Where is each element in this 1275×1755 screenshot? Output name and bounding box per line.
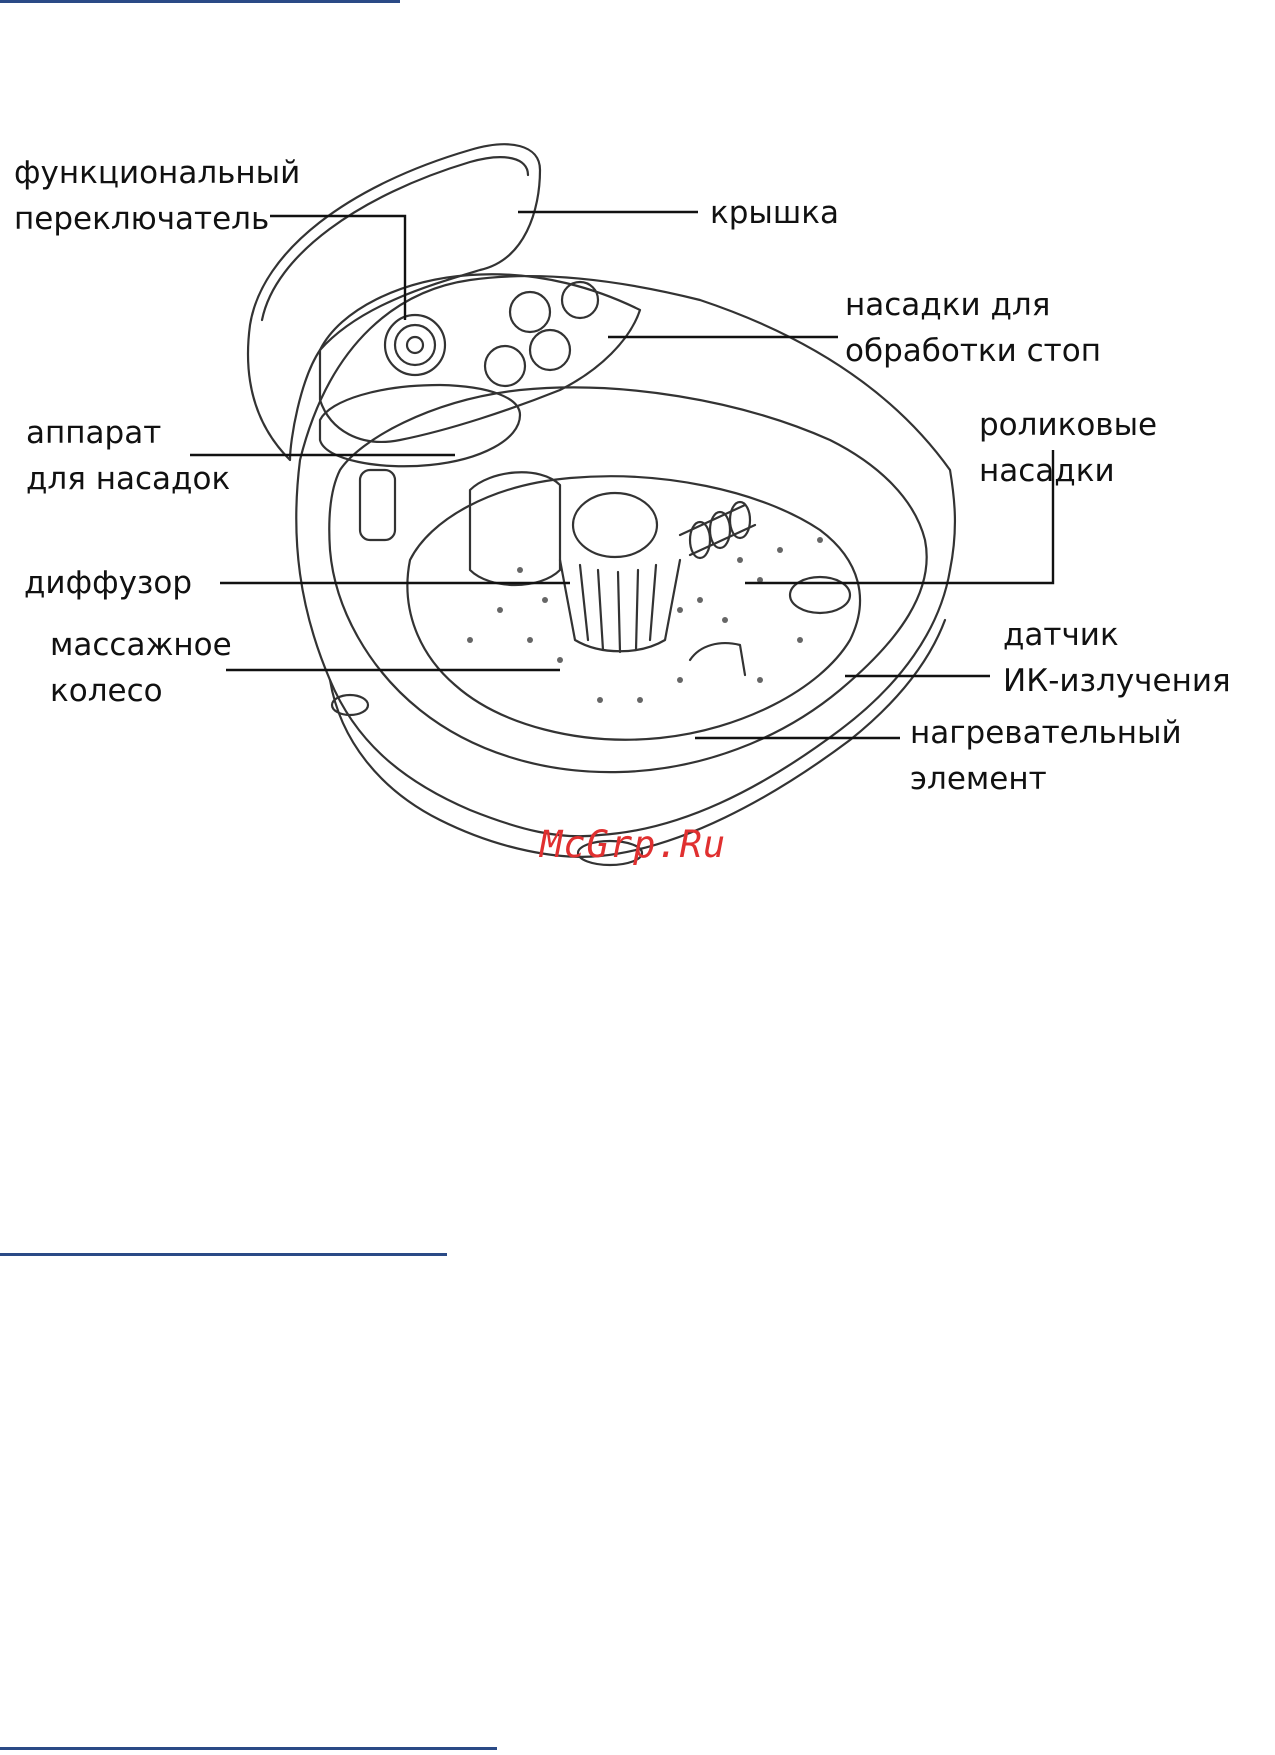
- label-heating-element: нагревательный элемент: [910, 710, 1182, 802]
- label-line: насадки для: [845, 282, 1101, 328]
- label-line: крышка: [710, 190, 839, 236]
- basin-floor: [407, 476, 860, 739]
- label-line: роликовые: [979, 402, 1157, 448]
- label-line: ИК-излучения: [1003, 658, 1231, 704]
- label-line: диффузор: [24, 560, 192, 606]
- label-line: нагревательный: [910, 710, 1182, 756]
- header-rule: [0, 0, 400, 3]
- label-lid: крышка: [710, 190, 839, 236]
- label-foot-attachments: насадки для обработки стоп: [845, 282, 1101, 374]
- label-line: для насадок: [26, 456, 230, 502]
- foot-bath-illustration: [0, 140, 1275, 940]
- label-function-switch: функциональный переключатель: [14, 150, 300, 242]
- label-line: функциональный: [14, 150, 300, 196]
- watermark: McGrp.Ru: [540, 823, 726, 866]
- label-diffuser: диффузор: [24, 560, 192, 606]
- label-line: массажное: [50, 622, 232, 668]
- label-line: переключатель: [14, 196, 300, 242]
- foot-bath-diagram: функциональный переключатель крышка наса…: [0, 140, 1275, 940]
- label-line: аппарат: [26, 410, 230, 456]
- label-massage-wheel: массажное колесо: [50, 622, 232, 714]
- label-attachment-device: аппарат для насадок: [26, 410, 230, 502]
- label-line: насадки: [979, 448, 1157, 494]
- control-panel: [320, 274, 640, 442]
- diffuser-block: [470, 472, 560, 585]
- label-ir-sensor: датчик ИК-излучения: [1003, 612, 1231, 704]
- label-roller-attachments: роликовые насадки: [979, 402, 1157, 494]
- footer-rule: [0, 1747, 497, 1750]
- heating-element: [690, 643, 745, 675]
- label-line: колесо: [50, 668, 232, 714]
- label-line: датчик: [1003, 612, 1231, 658]
- basin-dot-texture: [467, 537, 823, 703]
- label-line: элемент: [910, 756, 1182, 802]
- section-rule: [0, 1253, 447, 1256]
- label-line: обработки стоп: [845, 328, 1101, 374]
